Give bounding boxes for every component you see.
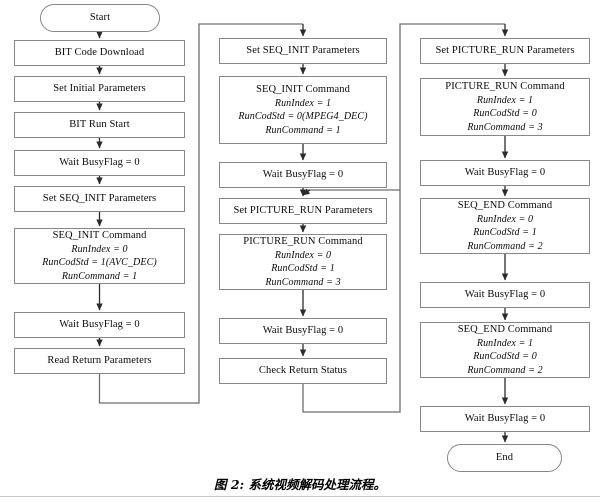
node-title: SEQ_INIT Command	[256, 83, 350, 95]
node-bit-run-start[interactable]: BIT Run Start	[14, 112, 185, 138]
bottom-divider	[0, 496, 600, 497]
node-wait-busyflag-4[interactable]: Wait BusyFlag = 0	[219, 318, 387, 344]
node-set-initial-parameters[interactable]: Set Initial Parameters	[14, 76, 185, 102]
node-title: Start	[89, 11, 111, 23]
node-wait-busyflag-7[interactable]: Wait BusyFlag = 0	[420, 406, 590, 432]
node-seq-end-command-1[interactable]: SEQ_END Command RunIndex = 0 RunCodStd =…	[420, 198, 590, 254]
node-param-runcodstd: RunCodStd = 1	[473, 227, 537, 239]
node-set-picture-run-parameters-right[interactable]: Set PICTURE_RUN Parameters	[420, 38, 590, 64]
node-wait-busyflag-2[interactable]: Wait BusyFlag = 0	[14, 312, 185, 338]
node-title: Set PICTURE_RUN Parameters	[435, 44, 575, 56]
node-title: Wait BusyFlag = 0	[464, 288, 546, 300]
node-picture-run-command-right[interactable]: PICTURE_RUN Command RunIndex = 1 RunCodS…	[420, 78, 590, 136]
node-param-runcommand: RunCommand = 2	[467, 364, 543, 376]
node-title: Check Return Status	[258, 364, 348, 376]
node-title: Wait BusyFlag = 0	[262, 168, 344, 180]
node-param-runindex: RunIndex = 1	[476, 337, 534, 349]
node-title: Set Initial Parameters	[53, 82, 146, 94]
node-title: Wait BusyFlag = 0	[262, 324, 344, 336]
node-param-runindex: RunIndex = 0	[274, 249, 332, 261]
node-set-picture-run-parameters-middle[interactable]: Set PICTURE_RUN Parameters	[219, 198, 387, 224]
node-param-runcommand: RunCommand = 3	[467, 121, 543, 133]
node-param-runindex: RunIndex = 1	[476, 94, 534, 106]
node-param-runcommand: RunCommand = 2	[467, 240, 543, 252]
node-title: Wait BusyFlag = 0	[464, 166, 546, 178]
node-set-seq-init-parameters-left[interactable]: Set SEQ_INIT Parameters	[14, 186, 185, 212]
node-title: BIT Code Download	[54, 46, 145, 58]
node-param-runcodstd: RunCodStd = 1	[271, 263, 335, 275]
node-title: Read Return Parameters	[47, 354, 152, 366]
node-wait-busyflag-6[interactable]: Wait BusyFlag = 0	[420, 282, 590, 308]
node-title: Wait BusyFlag = 0	[59, 318, 140, 330]
node-title: BIT Run Start	[69, 118, 130, 130]
node-seq-init-command-middle[interactable]: SEQ_INIT Command RunIndex = 1 RunCodStd …	[219, 76, 387, 144]
node-param-runindex: RunIndex = 0	[476, 213, 534, 225]
node-title: PICTURE_RUN Command	[445, 80, 565, 92]
node-bit-code-download[interactable]: BIT Code Download	[14, 40, 185, 66]
node-wait-busyflag-3[interactable]: Wait BusyFlag = 0	[219, 162, 387, 188]
node-param-runindex: RunIndex = 0	[71, 243, 128, 255]
node-start[interactable]: Start	[40, 4, 160, 32]
node-title: SEQ_INIT Command	[52, 229, 147, 241]
node-seq-end-command-2[interactable]: SEQ_END Command RunIndex = 1 RunCodStd =…	[420, 322, 590, 378]
node-title: SEQ_END Command	[457, 199, 553, 211]
node-title: SEQ_END Command	[457, 323, 553, 335]
node-title: Wait BusyFlag = 0	[59, 156, 140, 168]
node-wait-busyflag-5[interactable]: Wait BusyFlag = 0	[420, 160, 590, 186]
node-title: End	[495, 451, 514, 463]
node-param-runcommand: RunCommand = 3	[265, 276, 341, 288]
node-set-seq-init-parameters-middle[interactable]: Set SEQ_INIT Parameters	[219, 38, 387, 64]
node-param-runcodstd: RunCodStd = 0	[473, 351, 537, 363]
node-read-return-parameters[interactable]: Read Return Parameters	[14, 348, 185, 374]
node-title: PICTURE_RUN Command	[243, 235, 363, 247]
figure-caption: 图 2: 系统视频解码处理流程。	[213, 477, 387, 492]
node-param-runindex: RunIndex = 1	[274, 97, 332, 109]
node-seq-init-command-left[interactable]: SEQ_INIT Command RunIndex = 0 RunCodStd …	[14, 228, 185, 284]
node-title: Set PICTURE_RUN Parameters	[233, 204, 373, 216]
node-param-runcommand: RunCommand = 1	[265, 124, 341, 136]
node-param-runcodstd: RunCodStd = 0(MPEG4_DEC)	[238, 111, 368, 123]
node-param-runcommand: RunCommand = 1	[61, 270, 138, 282]
node-title: Wait BusyFlag = 0	[464, 412, 546, 424]
node-title: Set SEQ_INIT Parameters	[42, 192, 157, 204]
node-check-return-status[interactable]: Check Return Status	[219, 358, 387, 384]
node-picture-run-command-middle[interactable]: PICTURE_RUN Command RunIndex = 0 RunCodS…	[219, 234, 387, 290]
node-param-runcodstd: RunCodStd = 0	[473, 108, 537, 120]
node-title: Set SEQ_INIT Parameters	[246, 44, 360, 56]
node-param-runcodstd: RunCodStd = 1(AVC_DEC)	[42, 257, 157, 269]
node-wait-busyflag-1[interactable]: Wait BusyFlag = 0	[14, 150, 185, 176]
node-end[interactable]: End	[447, 444, 562, 472]
